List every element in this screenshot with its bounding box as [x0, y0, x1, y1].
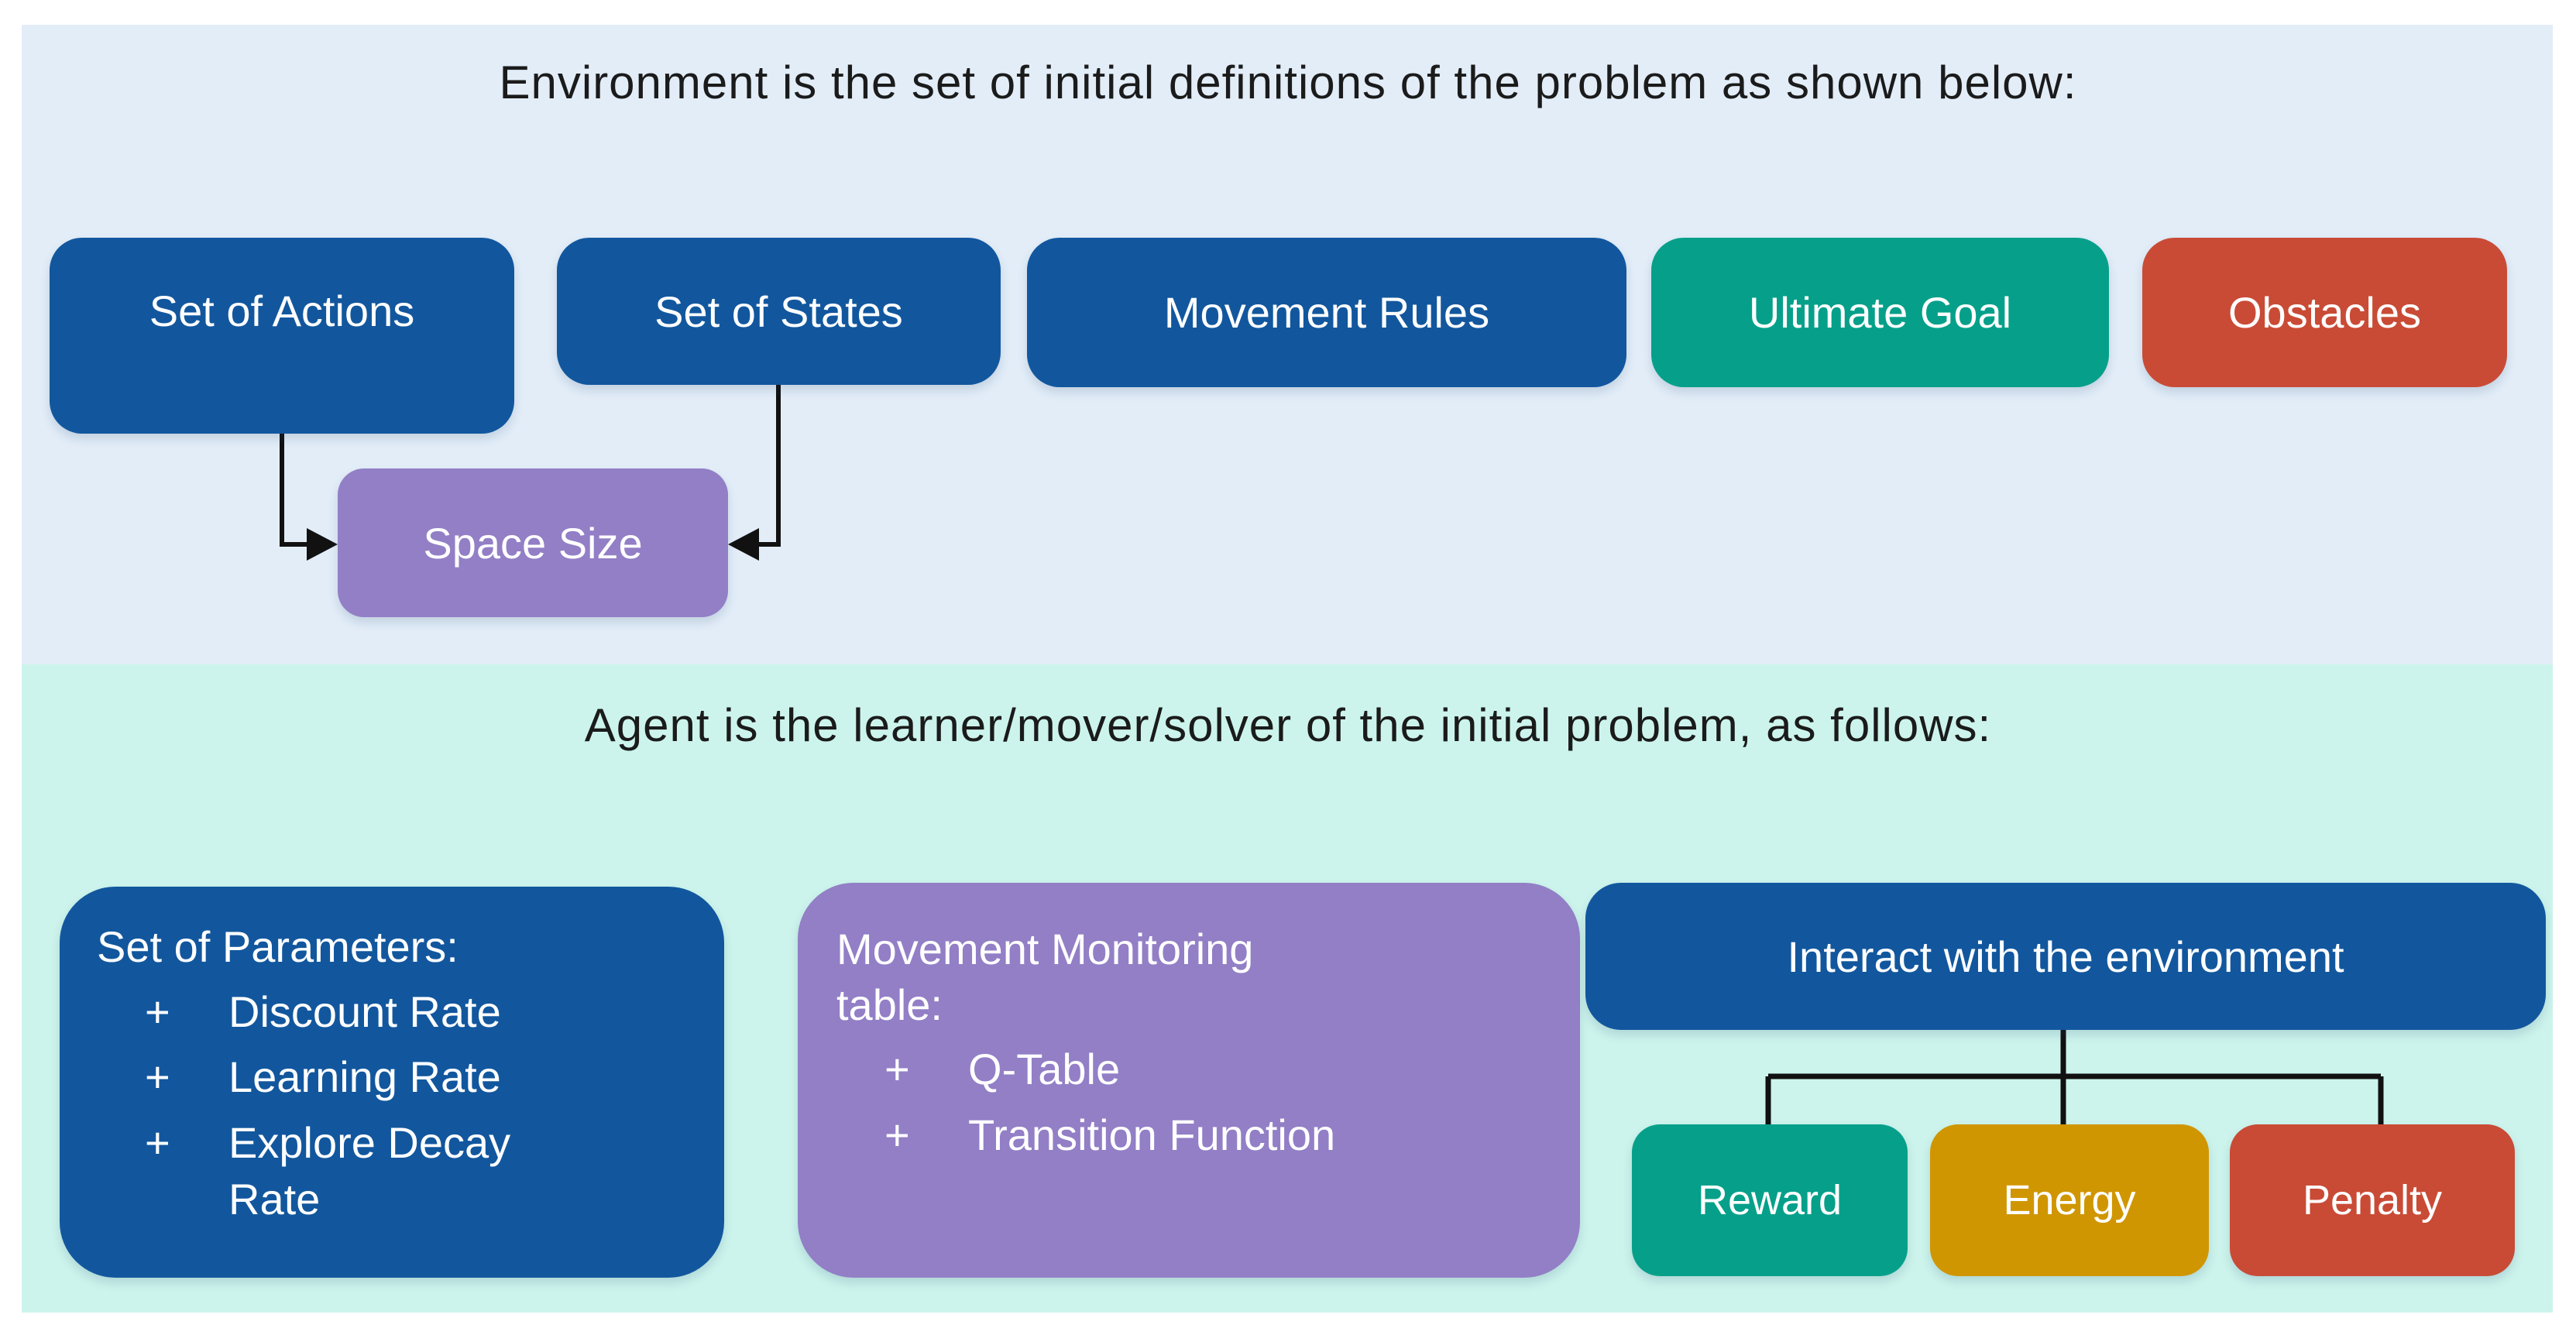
box-interact-environment-label: Interact with the environment: [1787, 932, 2344, 981]
agent-title: Agent is the learner/mover/solver of the…: [584, 699, 1992, 751]
monitoring-heading: Movement Monitoring table:: [836, 925, 1254, 1029]
box-set-of-actions-label: Set of Actions: [149, 287, 415, 335]
box-space-size-label: Space Size: [423, 518, 643, 568]
monitoring-item-label: Transition Function: [968, 1110, 1336, 1160]
box-obstacles: Obstacles: [2142, 238, 2507, 387]
list-item: + Discount Rate: [97, 984, 693, 1041]
list-item: + Learning Rate: [97, 1049, 693, 1106]
box-space-size: Space Size: [338, 468, 728, 617]
parameter-item-label: Discount Rate: [228, 987, 501, 1036]
parameter-item-label: Explore Decay Rate: [228, 1118, 511, 1224]
box-ultimate-goal-label: Ultimate Goal: [1748, 288, 2012, 337]
parameters-heading: Set of Parameters:: [97, 922, 459, 971]
monitoring-item-label: Q-Table: [968, 1045, 1121, 1094]
box-reward-label: Reward: [1697, 1177, 1843, 1223]
box-set-of-parameters: Set of Parameters: + Discount Rate + Lea…: [60, 887, 724, 1278]
list-item: + Transition Function: [836, 1107, 1549, 1164]
box-movement-rules-label: Movement Rules: [1163, 288, 1490, 337]
box-energy: Energy: [1930, 1124, 2209, 1276]
box-interact-environment: Interact with the environment: [1585, 883, 2546, 1030]
plus-bullet-icon: +: [884, 1110, 910, 1160]
parameter-item-label: Learning Rate: [228, 1052, 501, 1102]
box-energy-label: Energy: [2003, 1177, 2136, 1223]
box-penalty: Penalty: [2230, 1124, 2515, 1276]
box-set-of-states: Set of States: [557, 238, 1001, 385]
box-movement-monitoring-table: Movement Monitoring table: + Q-Table + T…: [798, 883, 1580, 1278]
box-reward: Reward: [1632, 1124, 1908, 1276]
plus-bullet-icon: +: [145, 987, 170, 1036]
box-penalty-label: Penalty: [2302, 1177, 2443, 1223]
box-set-of-states-label: Set of States: [654, 287, 903, 336]
box-set-of-actions: Set of Actions: [50, 238, 514, 434]
box-ultimate-goal: Ultimate Goal: [1651, 238, 2109, 387]
box-movement-rules: Movement Rules: [1027, 238, 1626, 387]
box-obstacles-label: Obstacles: [2228, 288, 2421, 337]
plus-bullet-icon: +: [145, 1052, 170, 1102]
plus-bullet-icon: +: [884, 1045, 910, 1094]
plus-bullet-icon: +: [145, 1118, 170, 1168]
environment-title: Environment is the set of initial defini…: [499, 57, 2077, 108]
list-item: + Explore Decay Rate: [97, 1115, 693, 1228]
list-item: + Q-Table: [836, 1042, 1549, 1098]
